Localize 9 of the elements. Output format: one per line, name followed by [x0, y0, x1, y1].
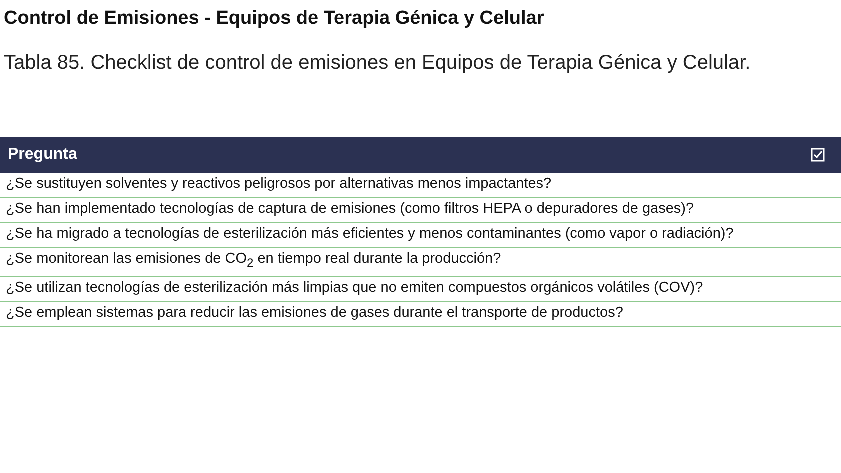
question-cell: ¿Se han implementado tecnologías de captura de emisiones (como filtros HEPA o depuradores de gases)?	[0, 198, 795, 222]
question-cell: ¿Se sustituyen solventes y reactivos peligrosos por alternativas menos impactantes?	[0, 173, 795, 198]
question-cell: ¿Se monitorean las emisiones de CO$_{2}$ en tiempo real durante la producción?	[0, 248, 795, 276]
page-title: Control de Emisiones - Equipos de Terapia Génica y Celular	[4, 8, 544, 30]
question-cell: ¿Se utilizan tecnologías de esterilización más limpias que no emiten compuestos orgánicos volátiles (COV)?	[0, 276, 795, 302]
table-caption: Tabla 85. Checklist de control de emisiones en Equipos de Terapia Génica y Celular.	[4, 52, 751, 75]
question-cell: ¿Se emplean sistemas para reducir las emisiones de gases durante el transporte de productos?	[0, 301, 795, 326]
column-header: Pregunta	[0, 137, 795, 173]
question-cell: ¿Se ha migrado a tecnologías de esterilización más eficientes y menos contaminantes (como vapor o radiación)?	[0, 222, 795, 248]
